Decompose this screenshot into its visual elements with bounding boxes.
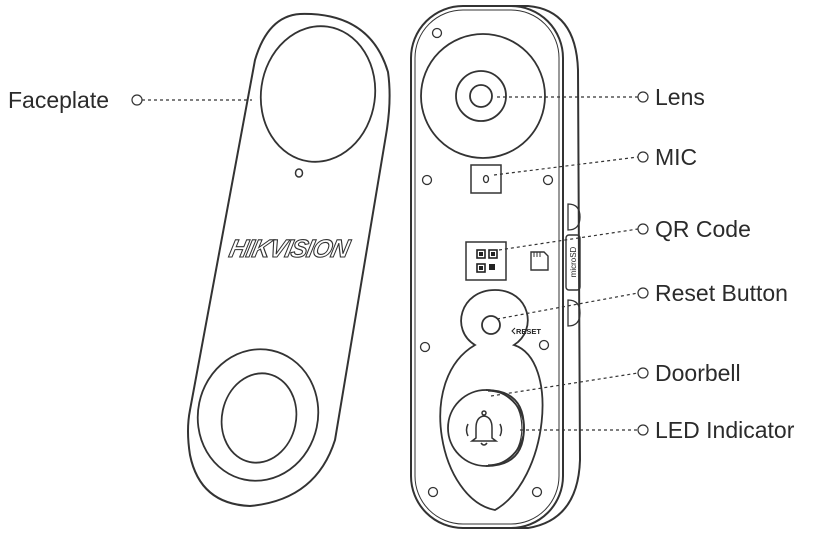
microsd-slot — [565, 234, 581, 291]
lens-middle-ring — [455, 70, 507, 122]
body-front-inner-edge — [414, 9, 560, 525]
body-front-face — [410, 5, 564, 529]
leader-mic — [493, 156, 639, 176]
leader-dot-mic — [637, 151, 649, 163]
label-doorbell: Doorbell — [655, 360, 741, 386]
faceplate-lens-window — [259, 25, 377, 163]
leader-dot-led-indicator — [637, 424, 649, 436]
screw-icon — [431, 27, 443, 39]
faceplate-button-ring-inner — [220, 372, 298, 464]
label-led-indicator: LED Indicator — [655, 417, 795, 443]
lens-outer-ring — [420, 33, 546, 159]
mic-hole — [482, 174, 490, 184]
leader-doorbell — [490, 372, 639, 397]
faceplate-drawing: HIKVISION — [187, 12, 391, 508]
reset-marker: RESET — [516, 327, 541, 336]
leader-dot-faceplate — [131, 94, 143, 106]
faceplate-brand-logo: HIKVISION — [227, 235, 353, 263]
side-button-top — [567, 203, 581, 231]
leader-dot-doorbell — [637, 367, 649, 379]
qr-code-graphic — [465, 241, 507, 281]
faceplate-button-ring-outer — [196, 348, 320, 482]
mic-box — [470, 164, 502, 194]
microsd-slot-label: microSD — [569, 246, 578, 277]
reset-button-graphic — [481, 315, 501, 335]
label-mic: MIC — [655, 144, 698, 170]
screw-icon — [419, 341, 431, 353]
side-button-bottom — [567, 299, 581, 327]
doorbell-body-drawing: microSD RESET — [410, 5, 582, 529]
screw-icon — [531, 486, 543, 498]
screw-icon — [421, 174, 433, 186]
leader-dot-qr-code — [637, 223, 649, 235]
screw-icon — [427, 486, 439, 498]
label-qr-code: QR Code — [655, 216, 751, 242]
microsd-card-icon — [530, 251, 549, 271]
bell-icon — [465, 410, 503, 446]
leader-dot-lens — [637, 91, 649, 103]
leader-dot-reset-button — [637, 287, 649, 299]
keyhole-outline — [439, 289, 544, 511]
screws — [419, 27, 554, 498]
lens-inner — [469, 84, 493, 108]
doorbell-led-arc — [487, 390, 523, 466]
label-lens: Lens — [655, 84, 705, 110]
label-reset-button: Reset Button — [655, 280, 788, 306]
callout-leaders — [131, 91, 649, 436]
screw-icon — [538, 339, 550, 351]
label-faceplate: Faceplate — [8, 87, 110, 113]
screw-icon — [542, 174, 554, 186]
faceplate-mic-hole — [294, 168, 304, 178]
doorbell-button-outer — [447, 389, 525, 467]
reset-arrow-icon — [511, 327, 516, 335]
